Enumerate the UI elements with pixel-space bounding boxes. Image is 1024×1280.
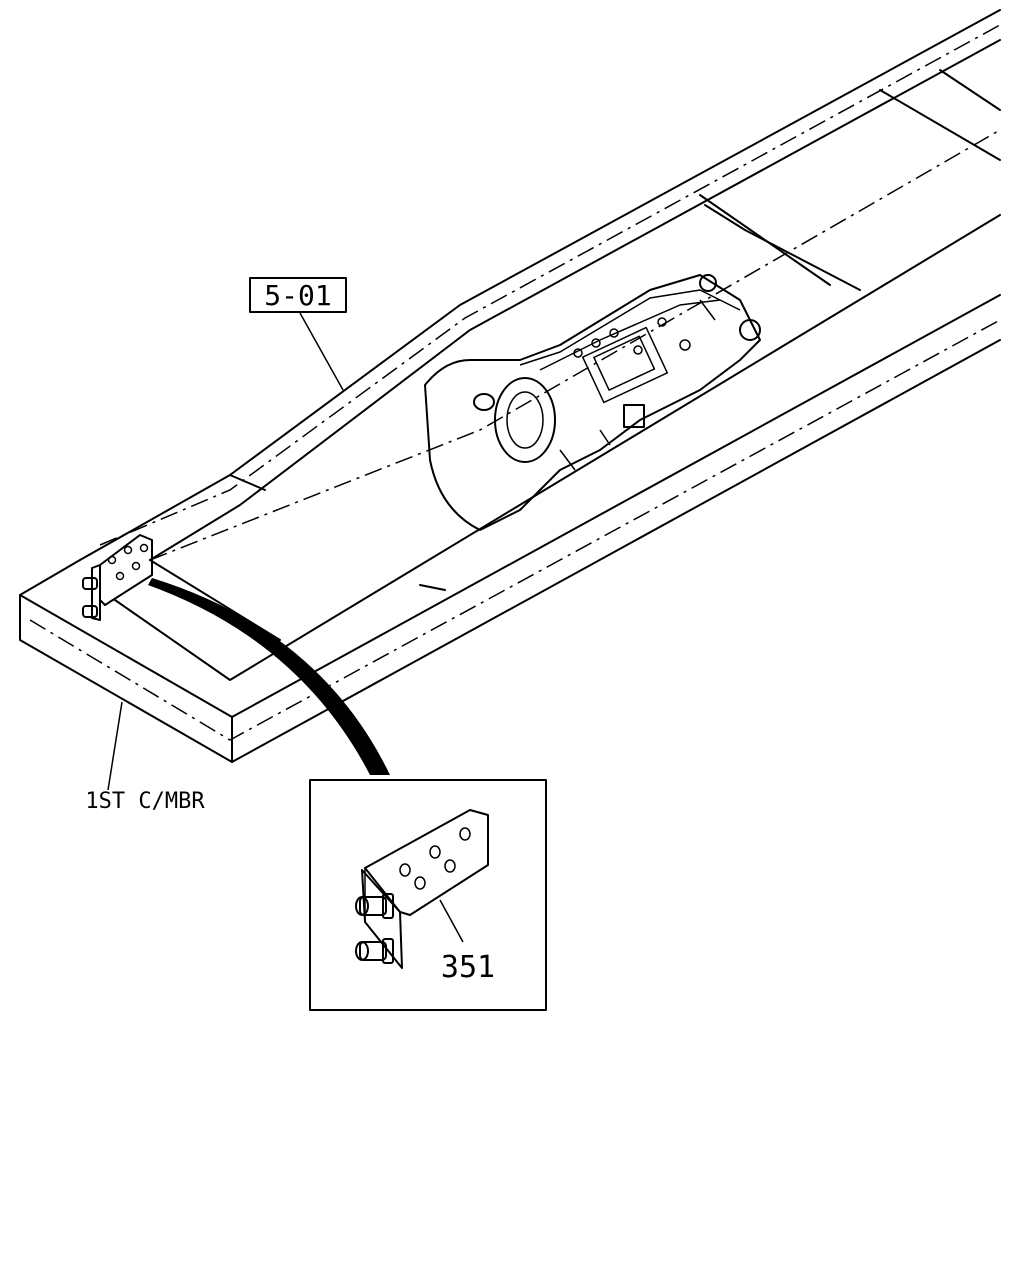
part-leader-line: [439, 899, 464, 943]
reference-box-label: 5-01: [264, 279, 331, 312]
stud-lower: [355, 938, 394, 964]
chassis-frame: [19, 9, 1001, 763]
reference-leader-line: [299, 312, 344, 391]
crossmember-leader-line: [107, 701, 123, 791]
part-number-label: 351: [441, 950, 495, 985]
bracket-on-frame: [82, 534, 153, 621]
bracket-detail: [355, 809, 489, 969]
reference-box: 5-01: [249, 277, 347, 313]
stud-upper: [355, 893, 394, 919]
transmission-assembly: [424, 274, 761, 531]
detail-inset: 351: [309, 779, 547, 1011]
crossmember-label: 1ST C/MBR: [85, 789, 205, 814]
detail-arrow: [148, 578, 390, 775]
